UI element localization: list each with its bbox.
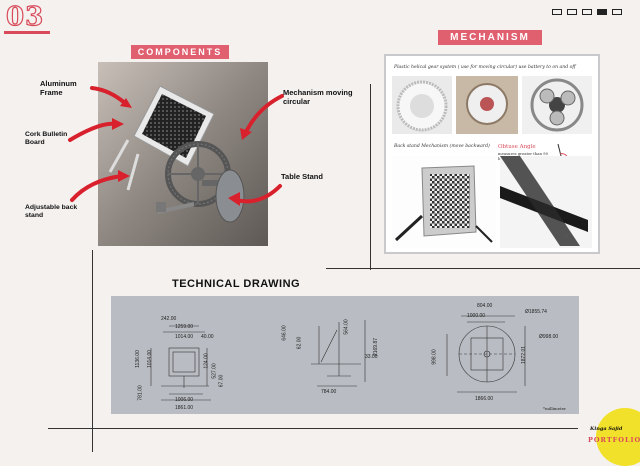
dim-front-c: 40.00 (201, 334, 214, 340)
technical-drawing-sheet: 242.00 1259.00 1014.00 40.00 1136.00 101… (111, 296, 579, 414)
technical-drawing-lines (150, 315, 526, 401)
dim-front-bottom1: 1006.00 (175, 397, 194, 403)
divider-vertical-left (92, 250, 93, 452)
page-indicator (552, 9, 622, 15)
page-dot[interactable] (567, 9, 577, 15)
dim-side-a: 646.00 (281, 325, 288, 341)
arrow-head (112, 118, 124, 130)
components-tag: COMPONENTS (131, 45, 229, 59)
dim-front-right1: 124.00 (203, 353, 210, 369)
dim-side-b: 62.00 (296, 336, 303, 350)
dim-top-a: 804.00 (477, 303, 493, 309)
gear-photos (392, 76, 592, 134)
caption-back-stand: Back stand Mechanism (move backward) (394, 144, 490, 149)
callout-arrows (68, 86, 284, 206)
dim-front-side: 781.00 (137, 385, 144, 401)
mechanism-panel: Plastic helical gear system ( use for mo… (386, 56, 598, 252)
dim-front-right2: 527.00 (211, 363, 218, 379)
page-dot-active[interactable] (597, 9, 607, 15)
label-table-stand: Table Stand (281, 172, 323, 181)
page-number-underline (4, 31, 50, 34)
brand-subtitle: PORTFOLIO (588, 436, 640, 444)
dim-top-g: 1866.00 (475, 396, 494, 402)
dim-top-c: Ø1855.74 (525, 309, 547, 315)
divider-horizontal (326, 268, 640, 269)
dim-front-b: 1014.00 (175, 334, 194, 340)
page-dot[interactable] (552, 9, 562, 15)
label-mechanism: Mechanism moving circular (283, 88, 353, 106)
page-dot[interactable] (612, 9, 622, 15)
dim-front-left1: 1136.00 (134, 350, 141, 368)
label-cork-board: Cork Bulletin Board (25, 131, 68, 146)
dim-side-e: 2169.87 (373, 337, 380, 357)
dim-front-right3: 67.00 (218, 374, 225, 388)
dim-front-a: 1259.00 (175, 324, 194, 330)
dim-front-left2: 1014.00 (147, 349, 154, 369)
dim-top-d: Ø998.00 (539, 334, 559, 340)
page-number: 03 (5, 1, 45, 32)
dim-front-top: 242.00 (161, 316, 177, 322)
label-aluminum-frame: Aluminum Frame (40, 79, 77, 97)
technical-drawing-title: TECHNICAL DRAWING (172, 278, 301, 290)
divider-vertical (370, 84, 371, 270)
dim-top-e: 998.00 (431, 349, 438, 365)
arrow-head (228, 192, 240, 206)
obtuse-angle-title: Obtuse Angle (498, 144, 536, 150)
arrow-head (118, 170, 130, 182)
dim-side-d: 33.00 (365, 354, 378, 360)
mechanism-tag: MECHANISM (438, 30, 542, 45)
dim-side-c: 564.00 (343, 319, 350, 335)
arrow-head (240, 128, 252, 140)
arrow-head (120, 98, 132, 108)
dim-top-b: 1000.00 (467, 313, 486, 319)
divider-bottom (48, 428, 578, 429)
page-dot[interactable] (582, 9, 592, 15)
caption-gear-system: Plastic helical gear system ( use for mo… (394, 65, 576, 70)
back-stand-photos (392, 156, 592, 248)
dim-top-f: 1872.01 (521, 345, 528, 365)
components-render (98, 62, 268, 246)
label-adjustable-stand: Adjustable back stand (25, 204, 78, 219)
unit-note: *millimeter (543, 406, 566, 411)
dim-front-bottom2: 1861.00 (175, 405, 194, 411)
dim-side-f: 784.00 (321, 389, 337, 395)
brand-name: Kinga Sajid (590, 426, 623, 432)
